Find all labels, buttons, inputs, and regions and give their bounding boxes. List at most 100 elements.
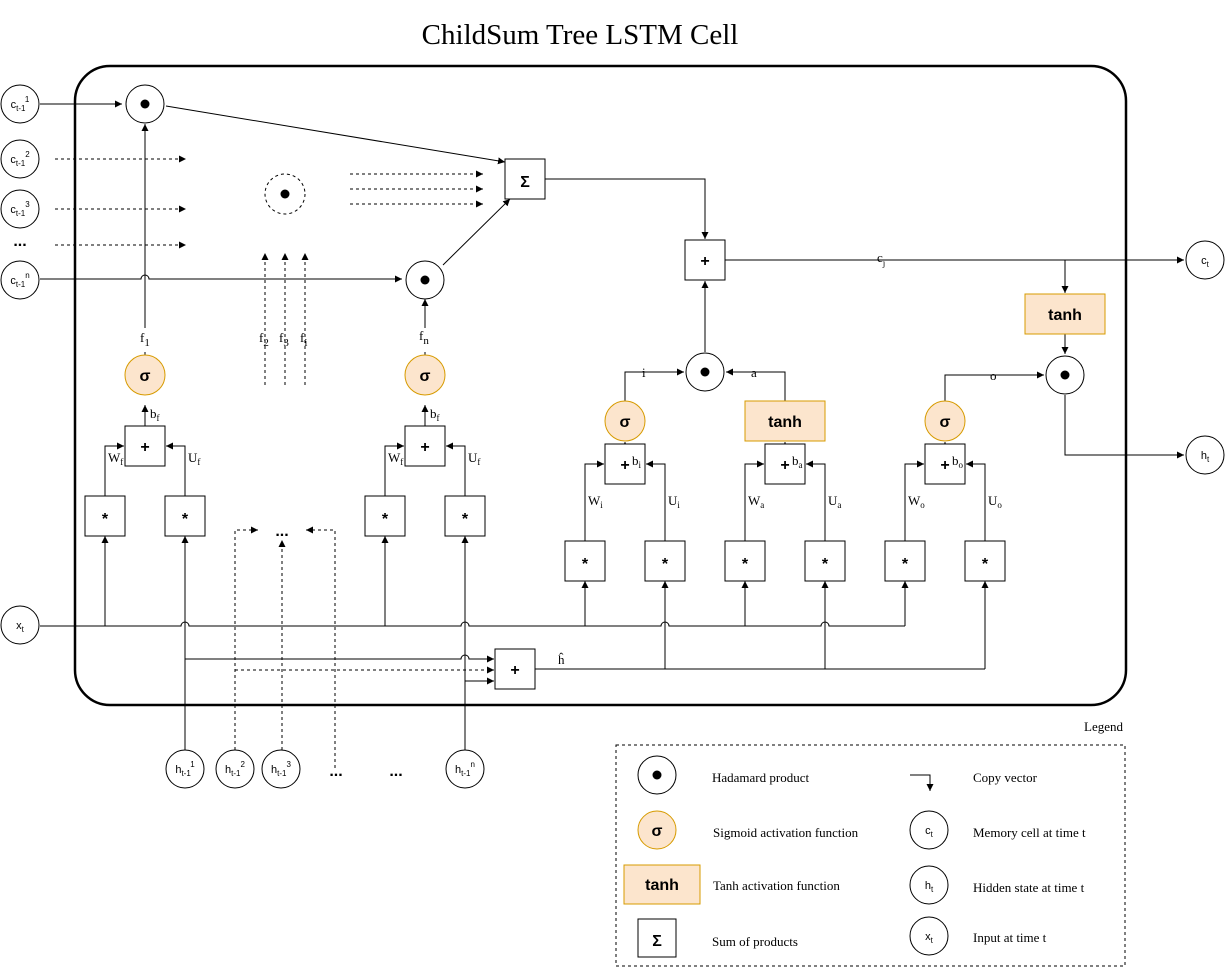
label-wf-1: Wf [108,450,123,467]
sigma-forget-1: σ [124,354,166,396]
legend: Legend Hadamard product σ Sigmoid activa… [615,719,1126,967]
mult-u-forget-1: * [164,495,206,537]
plus-input: + [604,443,646,485]
svg-text:+: + [420,439,429,456]
label-f1: f1 [140,330,150,349]
hadamard-dashed [264,173,306,215]
svg-text:Σ: Σ [520,174,530,191]
svg-text:tanh: tanh [645,877,679,894]
legend-hadamard-label: Hadamard product [712,770,809,785]
mult-w-forget-n: * [364,495,406,537]
svg-text:ct: ct [925,825,934,839]
svg-text:+: + [940,457,949,474]
plus-forget-1: + [124,425,166,467]
label-wo: Wo [908,493,925,510]
sum-of-products: Σ [504,158,546,200]
svg-text:tanh: tanh [768,414,802,431]
hadamard-forget-1 [125,84,165,124]
input-c-t-1-1: ct-11 [0,84,40,124]
svg-text:+: + [780,457,789,474]
label-wi: Wi [588,493,603,510]
label-f3: f3 [279,330,289,349]
svg-text:*: * [102,511,109,528]
label-uf-1: Uf [188,450,200,467]
svg-text:ct-11: ct-11 [11,95,30,113]
diagram-title: ChildSum Tree LSTM Cell [422,19,739,51]
label-wf-n: Wf [388,450,403,467]
mult-w-forget-1: * [84,495,126,537]
svg-text:σ: σ [620,414,631,431]
label-o: o [990,368,997,383]
svg-text:ht-11: ht-11 [175,760,195,778]
svg-text:ht: ht [925,880,934,894]
svg-text:+: + [700,253,709,270]
input-c-t-1-2: ct-12 [0,139,40,179]
svg-text:+: + [620,457,629,474]
ellipsis-h-1: ... [329,763,342,780]
input-h-t-1-n: ht-1n [445,749,485,789]
plus-forget-n: + [404,425,446,467]
svg-text:xt: xt [925,931,934,945]
hadamard-forget-n [405,260,445,300]
plus-hidden-sum: + [494,648,536,690]
label-h-hat: ĥ [558,652,565,667]
label-bf-n: bf [430,406,440,423]
legend-tanh-icon: tanh [623,864,701,905]
svg-text:ct-1n: ct-1n [10,271,29,289]
svg-text:*: * [462,511,469,528]
mult-u-update: * [804,540,846,582]
plus-output: + [924,443,966,485]
legend-hidden-icon: ht [909,865,949,905]
mult-u-forget-n: * [444,495,486,537]
plus-update: + [764,443,806,485]
svg-text:*: * [822,556,829,573]
svg-text:*: * [662,556,669,573]
output-h-t: ht [1185,435,1225,475]
svg-text:*: * [182,511,189,528]
mult-u-output: * [964,540,1006,582]
ellipsis-c: ... [13,233,26,250]
legend-memory-icon: ct [909,810,949,850]
label-fn: fn [419,328,429,347]
svg-text:ct-12: ct-12 [10,150,30,168]
legend-hidden-label: Hidden state at time t [973,880,1085,895]
svg-text:ht-12: ht-12 [225,760,245,778]
legend-copy-icon [910,774,934,791]
hadamard-input-update [685,352,725,392]
hadamard-output [1045,355,1085,395]
label-bo: bo [952,453,964,470]
label-bi: bi [632,453,642,470]
legend-hadamard-icon [637,755,677,795]
mult-w-output: * [884,540,926,582]
legend-copy-label: Copy vector [973,770,1038,785]
svg-text:σ: σ [140,368,151,385]
input-c-t-1-3: ct-13 [0,189,40,229]
label-ba: ba [792,453,803,470]
ellipsis-h-2: ... [389,763,402,780]
legend-sigmoid-label: Sigmoid activation function [713,825,859,840]
svg-text:+: + [140,439,149,456]
svg-text:ct-13: ct-13 [10,200,30,218]
sigma-output: σ [924,400,966,442]
label-i: i [642,365,646,380]
mult-w-input: * [564,540,606,582]
svg-text:Σ: Σ [652,933,662,950]
cell-boundary [73,64,1128,707]
output-c-t: ct [1185,240,1225,280]
label-ua: Ua [828,493,841,510]
ellipsis-gates: ... [275,523,288,540]
label-a: a [751,365,757,380]
svg-text:*: * [582,556,589,573]
legend-title: Legend [1084,719,1123,734]
svg-text:ht-1n: ht-1n [455,760,475,778]
label-f2: f2 [259,330,269,349]
label-c-j: cj [877,250,885,268]
legend-sigmoid-icon: σ [637,810,677,850]
label-bf-1: bf [150,406,160,423]
svg-text:*: * [742,556,749,573]
label-wa: Wa [748,493,764,510]
mult-u-input: * [644,540,686,582]
tanh-update: tanh [744,400,826,442]
svg-text:σ: σ [940,414,951,431]
